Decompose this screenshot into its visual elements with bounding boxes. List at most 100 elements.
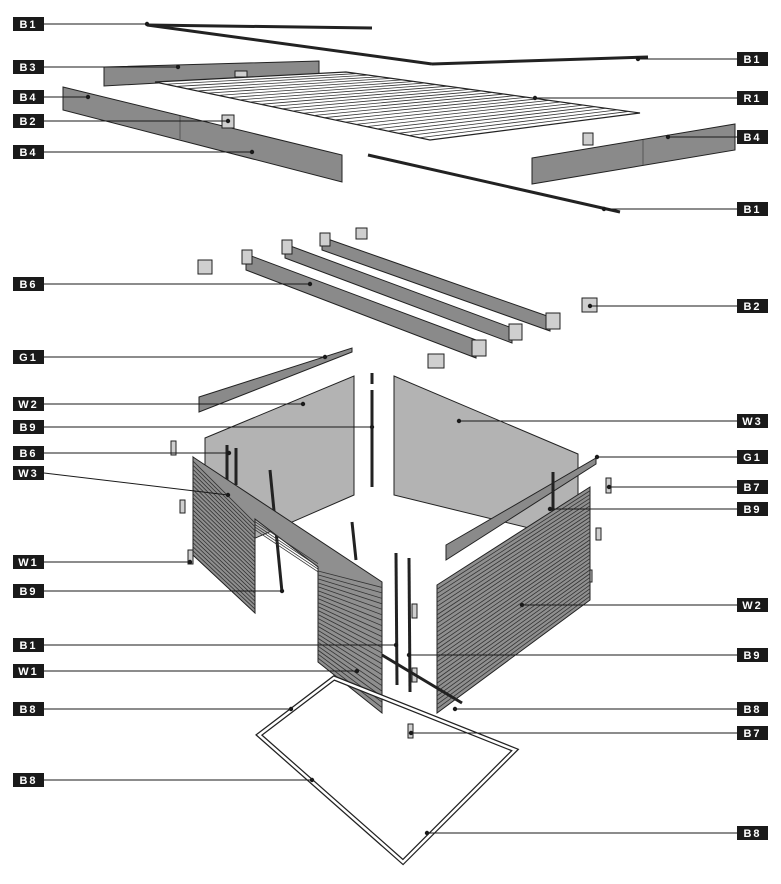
siding-line [254,521,319,565]
label-b3: B3 [13,60,44,74]
svg-text:W3: W3 [18,468,39,480]
leader-dot [279,588,285,594]
svg-text:B9: B9 [743,650,761,662]
leader-lines [43,21,737,836]
roof-slat-line [281,90,482,110]
siding-line [254,526,319,570]
siding-line [192,546,256,606]
leader-dot [519,602,525,608]
siding-line [192,534,256,594]
siding-line [192,530,256,590]
leader-dot [175,64,181,70]
svg-text:B1: B1 [743,54,761,66]
label-g1-left: G1 [13,350,44,364]
leader-dot [369,424,375,430]
beam-level [197,227,598,369]
svg-text:B8: B8 [19,704,37,716]
svg-text:W1: W1 [18,666,39,678]
leader-dot [408,730,414,736]
leader-dot [85,94,91,100]
siding-line [436,573,591,684]
label-w2-right: W2 [737,598,768,612]
siding-line [436,501,591,603]
siding-line [436,569,591,680]
svg-text:B8: B8 [743,828,761,840]
roof-level [62,23,736,214]
part-b8-inner-rail [381,653,463,705]
label-g1-right: G1 [737,450,768,464]
siding-line [192,493,256,555]
svg-text:W2: W2 [742,600,763,612]
roof-slat-line [419,111,629,139]
roof-slat-line [271,88,471,107]
roof-slat-line [345,99,550,123]
svg-text:B7: B7 [743,482,761,494]
leader-dot [452,706,458,712]
siding-line [436,494,591,594]
leader-dot [665,134,671,140]
siding-line [192,477,256,539]
part-b2-block-b [355,227,368,240]
label-b1-top-left: B1 [13,17,44,31]
leader-dot [601,206,607,212]
part-labels: B1 B1 B3 B4 R1 B2 B4 B4 B1 B6 B2 G1 W2 W… [13,17,768,840]
roof-slat-line [186,76,380,90]
leader-dot [187,559,193,565]
siding-line [192,526,256,586]
siding-line [192,460,256,524]
svg-text:G1: G1 [743,452,762,464]
label-w3-left: W3 [13,466,44,480]
siding-line [317,641,383,687]
siding-line [436,520,591,624]
siding-line [192,550,256,610]
siding-line [436,565,591,675]
siding-line [317,629,383,670]
svg-text:B9: B9 [19,586,37,598]
label-b9-right-top: B9 [737,502,768,516]
siding-line [317,586,383,610]
siding-line [317,633,383,676]
siding-line [192,464,256,528]
svg-text:B7: B7 [743,728,761,740]
svg-text:B1: B1 [19,19,37,31]
roof-slat-line [387,106,595,132]
siding-line [317,614,383,648]
svg-text:B9: B9 [743,504,761,516]
label-b8-left-top: B8 [13,702,44,716]
label-b6-left: B6 [13,446,44,460]
siding-line [436,558,591,667]
part-b9-door-post [407,557,412,693]
part-b6-beam-1 [245,253,477,359]
part-b4-right-board [531,123,736,185]
label-w2-left: W2 [13,397,44,411]
svg-text:B6: B6 [19,448,37,460]
siding-line [192,522,256,582]
svg-text:W2: W2 [18,399,39,411]
siding-line [317,602,383,632]
siding-line [192,489,256,551]
leader-dot [393,642,399,648]
part-w2-wall-hatch [436,490,591,710]
leader-dot [249,149,255,155]
siding-line [192,513,256,575]
label-b9-right-bottom: B9 [737,648,768,662]
roof-slat-line [334,98,539,121]
part-g1-left [198,347,353,413]
label-b9-left-top: B9 [13,420,44,434]
roof-slat-line [377,104,584,130]
roof-slat-line [176,74,369,87]
label-w3-right: W3 [737,414,768,428]
siding-line [436,509,591,611]
leader-dot [424,830,430,836]
wall-level [170,347,612,715]
svg-text:B4: B4 [19,147,37,159]
leader-dot [307,281,313,287]
svg-text:B4: B4 [19,92,37,104]
roof-slat-line [218,81,414,96]
siding-line [436,577,591,688]
leader-dot [532,95,538,101]
leader-dot [322,354,328,360]
siding-line [436,528,591,633]
siding-line [192,509,256,571]
leader-dot [606,484,612,490]
